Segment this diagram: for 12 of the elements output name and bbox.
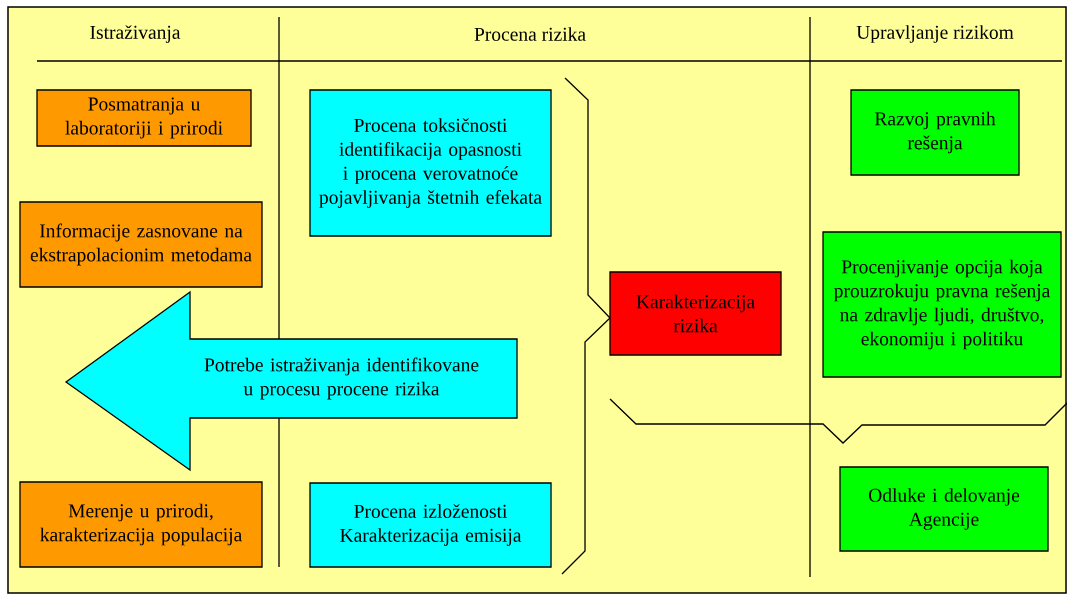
research-box: Informacije zasnovane na ekstrapolacionim metodama: [19, 201, 263, 288]
management-box: Razvoj pravnih rešenja: [850, 89, 1020, 176]
assessment-box: Procena toksičnosti identifikacija opasnosti i procena verovatnoće pojavljivanja štetnih efekata: [309, 89, 552, 237]
research-box: Merenje u prirodi, karakterizacija populacija: [19, 481, 263, 568]
assessment-box: Procena izloženosti Karakterizacija emisija: [309, 482, 552, 568]
management-box: Procenjivanje opcija koja prouzrokuju pravna rešenja na zdravlje ljudi, društvo, ekonomiju i politiku: [822, 231, 1062, 378]
column-header: Istraživanja: [90, 25, 181, 43]
characterization-box: Karakterizacija rizika: [609, 271, 782, 356]
column-header: Upravljanje rizikom: [856, 25, 1014, 43]
management-box: Odluke i delovanje Agencije: [839, 466, 1049, 552]
research-box: Posmatranja u laboratoriji i prirodi: [36, 89, 252, 147]
column-header: Procena rizika: [474, 27, 586, 41]
